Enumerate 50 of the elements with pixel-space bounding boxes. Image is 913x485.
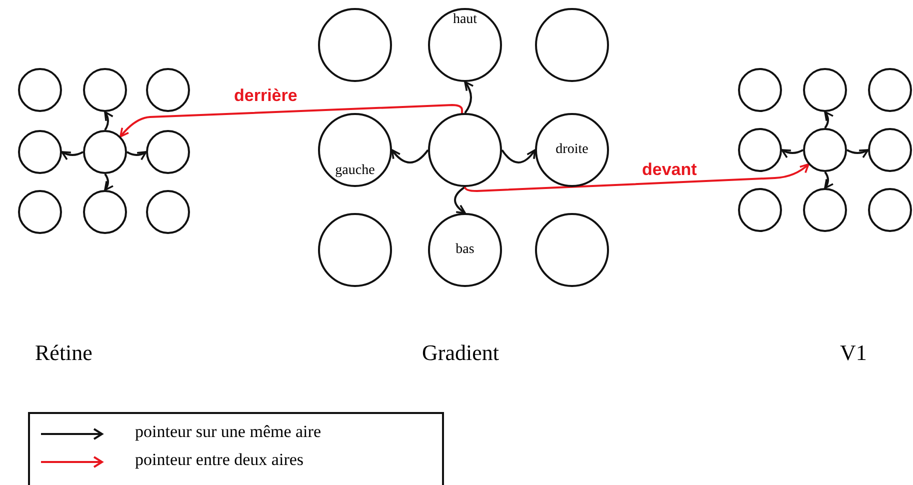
circle-node: [738, 128, 782, 172]
circle-node: [738, 188, 782, 232]
arrow: [104, 173, 114, 191]
arrow: [454, 186, 466, 214]
legend-text: pointeur entre deux aires: [135, 450, 304, 470]
arrow: [501, 149, 536, 164]
grid-caption: Rétine: [35, 340, 92, 366]
arrow: [464, 81, 474, 114]
circle-node: [803, 188, 847, 232]
arrow: [120, 104, 463, 138]
circle-node: [83, 68, 127, 112]
circle-node: [318, 113, 392, 187]
node-label: droite: [556, 142, 588, 158]
arrow: [61, 151, 84, 160]
arrow: [126, 151, 147, 160]
circle-node: [318, 8, 392, 82]
circle-node: [803, 68, 847, 112]
grid-caption: Gradient: [422, 340, 499, 366]
circle-node: [738, 68, 782, 112]
circle-node: [146, 190, 190, 234]
arrow: [391, 149, 429, 164]
legend-text: pointeur sur une même aire: [135, 422, 321, 442]
circle-node: [868, 68, 912, 112]
circle-node: [428, 8, 502, 82]
grid-caption: V1: [840, 340, 867, 366]
circle-node: [803, 128, 847, 172]
arrow: [824, 111, 834, 129]
circle-node: [18, 130, 62, 174]
circle-node: [428, 213, 502, 287]
circle-node: [83, 190, 127, 234]
circle-node: [535, 113, 609, 187]
circle-node: [18, 190, 62, 234]
circle-node: [146, 68, 190, 112]
circle-node: [83, 130, 127, 174]
node-label: haut: [452, 12, 478, 28]
circle-node: [535, 8, 609, 82]
arrow: [824, 171, 834, 189]
circle-node: [146, 130, 190, 174]
node-label: bas: [456, 242, 474, 258]
arrow: [104, 111, 114, 131]
arrow: [781, 149, 804, 158]
circle-node: [318, 213, 392, 287]
node-label: gauche: [335, 163, 375, 179]
circle-node: [868, 188, 912, 232]
circle-node: [428, 113, 502, 187]
circle-node: [18, 68, 62, 112]
circle-node: [535, 213, 609, 287]
arrow: [846, 149, 869, 158]
circle-node: [868, 128, 912, 172]
arrow: [464, 163, 810, 192]
